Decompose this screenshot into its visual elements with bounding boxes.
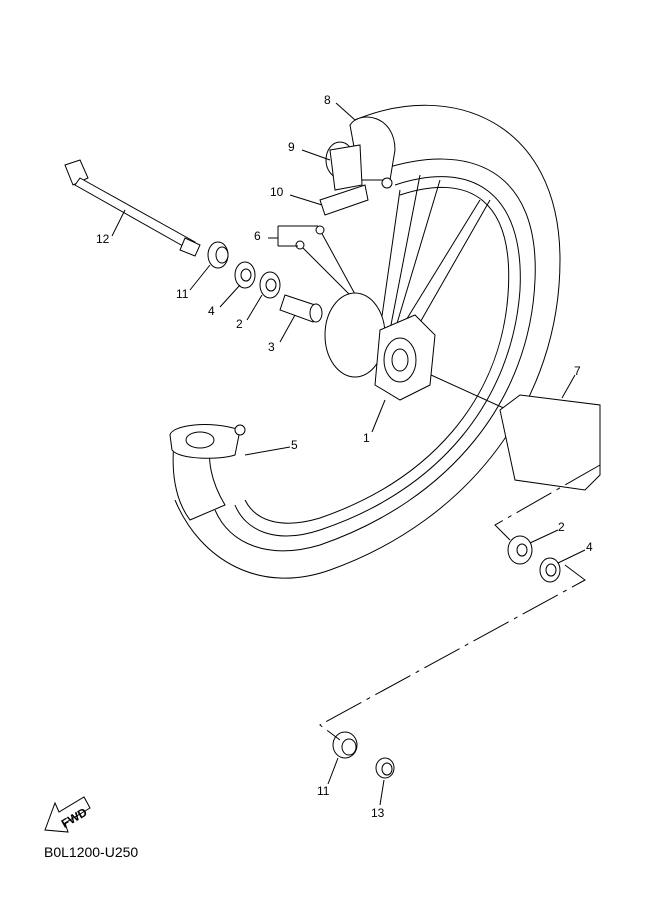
- fwd-arrow-icon: FWD: [44, 796, 91, 833]
- callout-2: 2: [558, 520, 565, 534]
- callout-3: 3: [268, 340, 275, 354]
- callouts: 8 9 10 12 6 11 4 2 3 7 1 5 2 4 11 13: [96, 93, 593, 820]
- axle-part-12: [64, 159, 201, 257]
- callout-13: 13: [371, 806, 385, 820]
- callout-9: 9: [288, 140, 295, 154]
- callout-6: 6: [254, 229, 261, 243]
- rim-lock-and-tube: [319, 116, 396, 216]
- bearings-and-spacers: [207, 241, 601, 779]
- leader-lines: [111, 102, 586, 806]
- callout-5: 5: [291, 438, 298, 452]
- rim-band-part-5: [169, 424, 246, 459]
- callout-7: 7: [574, 364, 581, 378]
- callout-10: 10: [270, 185, 284, 199]
- callout-8: 8: [324, 93, 331, 107]
- callout-1: 1: [363, 431, 370, 445]
- callout-12: 12: [96, 232, 110, 246]
- callout-11: 11: [176, 287, 189, 301]
- callout-4: 4: [208, 304, 215, 318]
- callout-4: 4: [586, 540, 593, 554]
- hub-part-1: [324, 292, 436, 401]
- callout-11: 11: [317, 784, 330, 798]
- diagram-code: B0L1200-U250: [44, 844, 138, 860]
- callout-2: 2: [236, 317, 243, 331]
- assembly-lines: [319, 464, 601, 741]
